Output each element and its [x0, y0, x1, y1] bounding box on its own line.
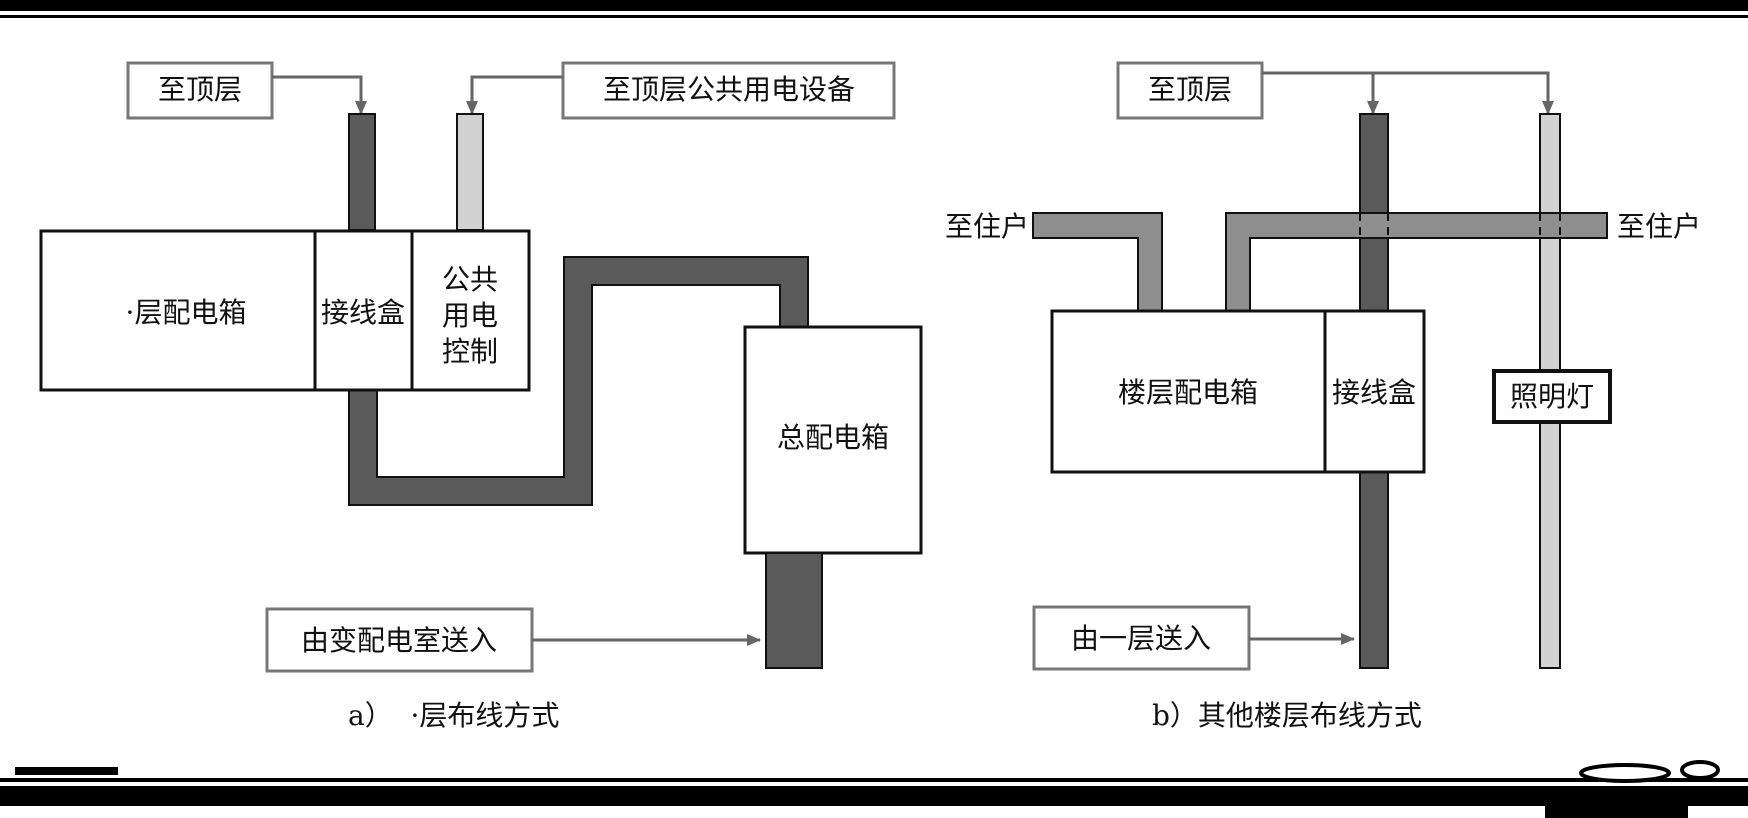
label-top-public-box — [561, 61, 896, 120]
junction-box-right-label: 接线盒 — [1332, 376, 1416, 409]
floor-box-left — [39, 229, 531, 392]
label-top-right-box — [1116, 61, 1264, 120]
riser-dark-left — [348, 113, 376, 231]
lamp-box-label: 照明灯 — [1510, 380, 1594, 413]
bottom-border-short — [15, 767, 118, 775]
label-left-resident: 至住户 — [945, 210, 1029, 243]
public-control-line-1: 公共 — [442, 263, 498, 296]
total-box-label: 总配电箱 — [777, 421, 889, 454]
public-control-line-2: 用电 — [442, 299, 498, 332]
label-top-right: 至顶层 — [1148, 73, 1232, 106]
label-top-public: 至顶层公共用电设备 — [603, 73, 855, 106]
label-top-left: 至顶层 — [158, 73, 242, 106]
incoming-riser-left — [765, 552, 823, 669]
top-border-bar — [0, 0, 1748, 11]
branch-left-resident — [1032, 212, 1163, 312]
total-box — [743, 325, 923, 555]
crossing-marks — [1359, 213, 1561, 238]
riser-light-left — [456, 113, 484, 231]
arrow-to-top-dark — [272, 75, 367, 115]
top-border-line — [0, 15, 1748, 18]
label-right-resident: 至住户 — [1617, 210, 1701, 243]
arrow-top-right-light — [1373, 71, 1554, 115]
label-input-right-box — [1032, 605, 1251, 671]
floor-box-left-label: ·层配电箱 — [126, 296, 247, 329]
floor-box-right — [1050, 309, 1426, 474]
smudge-mark — [1579, 760, 1720, 783]
floor-box-right-label: 楼层配电箱 — [1118, 376, 1258, 409]
label-input-left: 由变配电室送入 — [301, 624, 497, 657]
arrow-to-top-public — [466, 75, 563, 115]
label-input-right: 由一层送入 — [1071, 622, 1211, 655]
label-top-left-box — [126, 61, 274, 120]
junction-box-left-label: 接线盒 — [321, 296, 405, 329]
lamp-box — [1492, 369, 1612, 424]
arrow-top-right-dark — [1262, 71, 1379, 115]
caption-right: b）其他楼层布线方式 — [1152, 699, 1422, 732]
public-control-line-3: 控制 — [442, 335, 498, 368]
caption-left: a） ·层布线方式 — [348, 699, 559, 732]
bottom-border-bar — [0, 786, 1748, 806]
bottom-border-line — [0, 778, 1748, 782]
bottom-corner-block — [1545, 800, 1688, 818]
label-input-left-box — [265, 607, 534, 673]
